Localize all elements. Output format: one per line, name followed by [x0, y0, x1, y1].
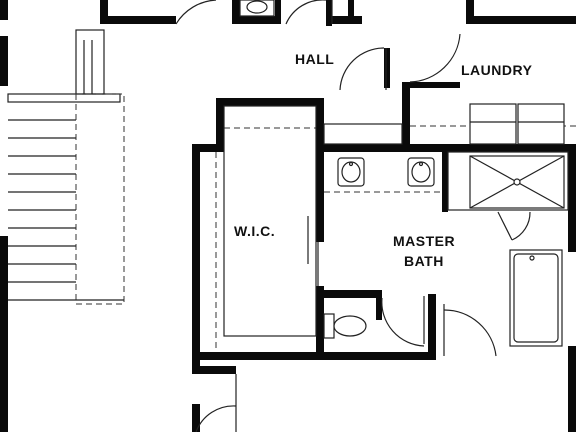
hall-door-swing-icon — [339, 33, 461, 91]
sink-icon — [407, 157, 435, 187]
sink-icon — [337, 157, 365, 187]
master-bath-label-line1: MASTER — [393, 233, 455, 249]
master-bath-label-line2: BATH — [404, 253, 444, 269]
hall-label: HALL — [295, 51, 334, 67]
shower-icon — [447, 151, 569, 211]
stairs — [7, 29, 125, 305]
wic-shelves — [215, 105, 317, 352]
laundry-label: LAUNDRY — [461, 62, 533, 78]
wic-door-icon — [307, 216, 319, 286]
bath-door-swing-icon — [381, 296, 497, 357]
top-door-swing-icon — [175, 0, 333, 25]
toilet-icon — [323, 313, 367, 339]
bathtub-icon — [509, 249, 563, 347]
entry-door-swing-icon — [195, 374, 237, 432]
wic-label: W.I.C. — [234, 223, 275, 239]
powder-sink-icon — [239, 0, 275, 17]
shower-door-swing-icon — [497, 211, 531, 241]
washer-dryer-icon — [469, 103, 565, 145]
